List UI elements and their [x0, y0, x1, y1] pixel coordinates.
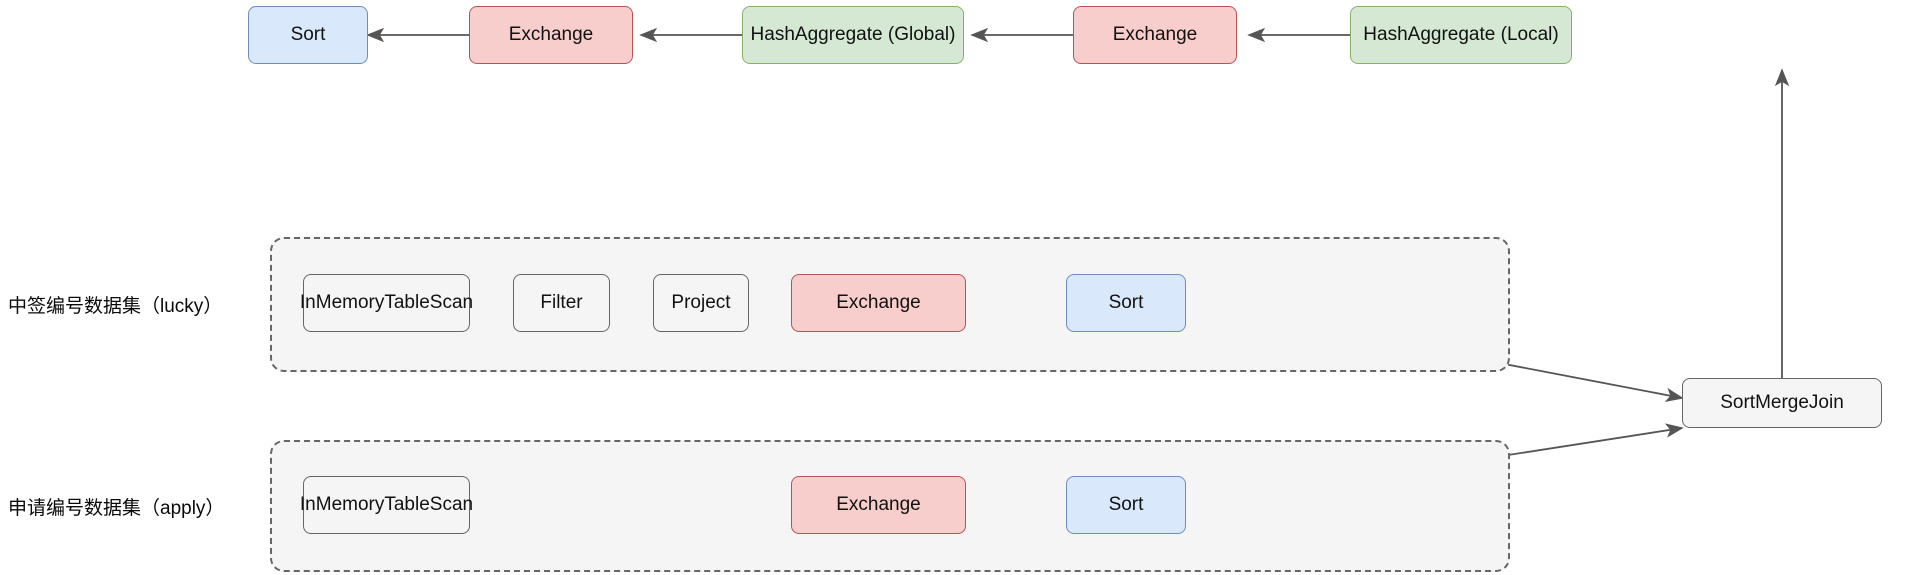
node-label: SortMergeJoin — [1720, 391, 1844, 413]
node-lucky-filter[interactable]: Filter — [513, 274, 610, 332]
node-top-sort[interactable]: Sort — [248, 6, 368, 64]
node-label: Sort — [1108, 493, 1144, 515]
node-label: HashAggregate (Local) — [1363, 23, 1559, 45]
node-top-exchange-2[interactable]: Exchange — [1073, 6, 1237, 64]
node-label: Sort — [1108, 291, 1144, 313]
group-label-apply: 申请编号数据集（apply） — [8, 493, 224, 520]
node-lucky-inmemorytablescan[interactable]: InMemoryTableScan — [299, 274, 474, 332]
node-lucky-project[interactable]: Project — [653, 274, 749, 332]
node-top-exchange-1[interactable]: Exchange — [469, 6, 633, 64]
node-hashaggregate-global[interactable]: HashAggregate (Global) — [742, 6, 964, 64]
node-lucky-sort[interactable]: Sort — [1066, 274, 1186, 332]
node-lucky-exchange[interactable]: Exchange — [791, 274, 966, 332]
node-label: Exchange — [836, 493, 921, 515]
node-label: Exchange — [1112, 23, 1198, 45]
node-label: Exchange — [836, 291, 921, 313]
node-label: HashAggregate (Global) — [750, 23, 956, 45]
node-label: Project — [671, 291, 731, 313]
node-label: Exchange — [508, 23, 594, 45]
node-apply-sort[interactable]: Sort — [1066, 476, 1186, 534]
node-label: Sort — [290, 23, 326, 45]
node-hashaggregate-local[interactable]: HashAggregate (Local) — [1350, 6, 1572, 64]
group-label-lucky: 中签编号数据集（lucky） — [8, 291, 222, 318]
node-label: InMemoryTableScan — [299, 291, 474, 313]
node-label: Filter — [540, 291, 583, 313]
node-apply-inmemorytablescan[interactable]: InMemoryTableScan — [299, 476, 474, 534]
node-sortmergejoin[interactable]: SortMergeJoin — [1682, 378, 1882, 428]
node-apply-exchange[interactable]: Exchange — [791, 476, 966, 534]
group-label-text: 中签编号数据集（lucky） — [8, 296, 223, 317]
node-label: InMemoryTableScan — [299, 493, 474, 515]
group-label-text: 申请编号数据集（apply） — [8, 498, 225, 519]
